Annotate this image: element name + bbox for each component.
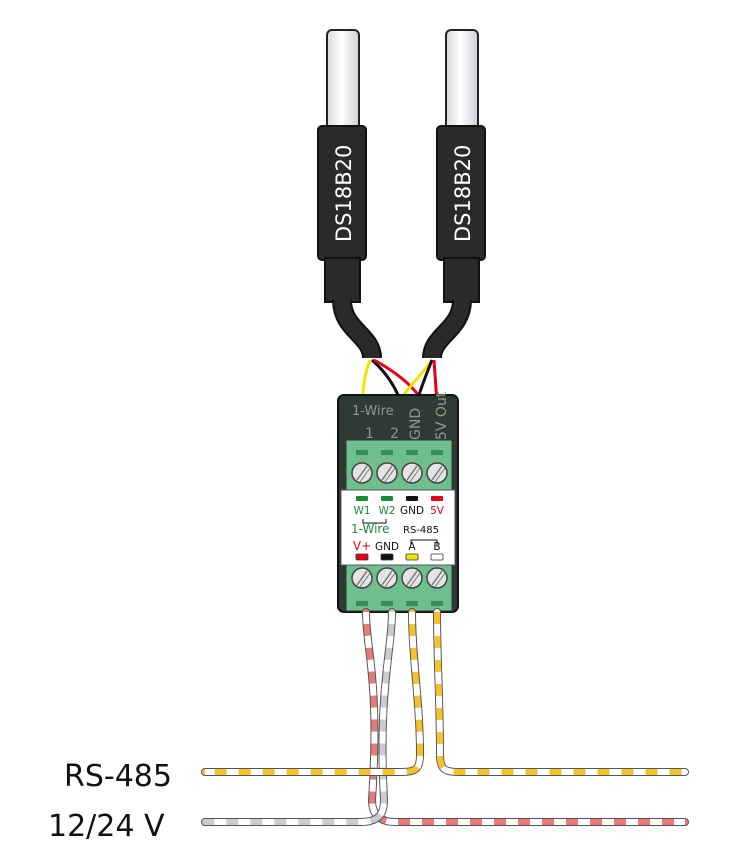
pin-color-marker (405, 553, 419, 561)
header-gnd: GND (408, 408, 424, 440)
screw-icon[interactable] (426, 462, 448, 484)
rs485-pair-left (201, 608, 425, 776)
terminal-slot (406, 450, 418, 455)
sensor-1-label: DS18B20 (332, 145, 356, 242)
terminal-slot (356, 601, 368, 606)
rs485-pair-right (433, 608, 689, 776)
pin-label-top: W2 (378, 505, 395, 517)
pin-color-marker (380, 553, 394, 561)
pin-label-top: GND (400, 505, 424, 517)
screw-icon[interactable] (376, 462, 398, 484)
header-onewire: 1-Wire (352, 404, 394, 419)
power-pair-left (201, 608, 396, 826)
screw-icon[interactable] (351, 462, 373, 484)
terminal-slot (381, 601, 393, 606)
sensor-2: DS18B20 (422, 29, 486, 360)
terminal-slot (381, 450, 393, 455)
screw-icon[interactable] (401, 567, 423, 589)
rs485-group-label: RS-485 (403, 525, 439, 536)
pin-color-marker (430, 553, 444, 561)
pin-label-top: W1 (353, 505, 370, 517)
screw-icon[interactable] (426, 567, 448, 589)
sensor-2-label: DS18B20 (451, 145, 475, 242)
pin-label-bottom: A (408, 541, 416, 553)
pin-label-top: 5V (430, 505, 445, 517)
power-pair-right (362, 608, 689, 826)
pin-label-bottom: V+ (353, 539, 371, 553)
pin-label-bottom: GND (375, 541, 399, 553)
terminal-slot (431, 601, 443, 606)
onewire-group-label: 1-Wire (351, 522, 389, 536)
terminal-slot (431, 450, 443, 455)
screw-icon[interactable] (351, 567, 373, 589)
screw-icon[interactable] (376, 567, 398, 589)
screw-icon[interactable] (401, 462, 423, 484)
pin-color-marker (431, 496, 443, 501)
header-pin2: 2 (390, 426, 399, 442)
pin-color-marker (381, 496, 393, 501)
terminal-screws (351, 450, 448, 606)
power-line-label: 12/24 V (48, 809, 165, 844)
header-pin1: 1 (365, 426, 374, 442)
terminal-slot (406, 601, 418, 606)
pin-label-bottom: B (433, 541, 440, 553)
cable-twisted-pairs (201, 608, 689, 826)
pin-color-marker (356, 496, 368, 501)
pin-color-marker (406, 496, 418, 501)
terminal-slot (356, 450, 368, 455)
header-5v-out: 5V Out (434, 391, 450, 440)
sensor-1: DS18B20 (317, 29, 382, 360)
rs485-line-label: RS-485 (64, 759, 172, 794)
module-header: 1-Wire 1 2 GND 5V Out (352, 391, 450, 442)
pin-color-marker (355, 553, 369, 561)
